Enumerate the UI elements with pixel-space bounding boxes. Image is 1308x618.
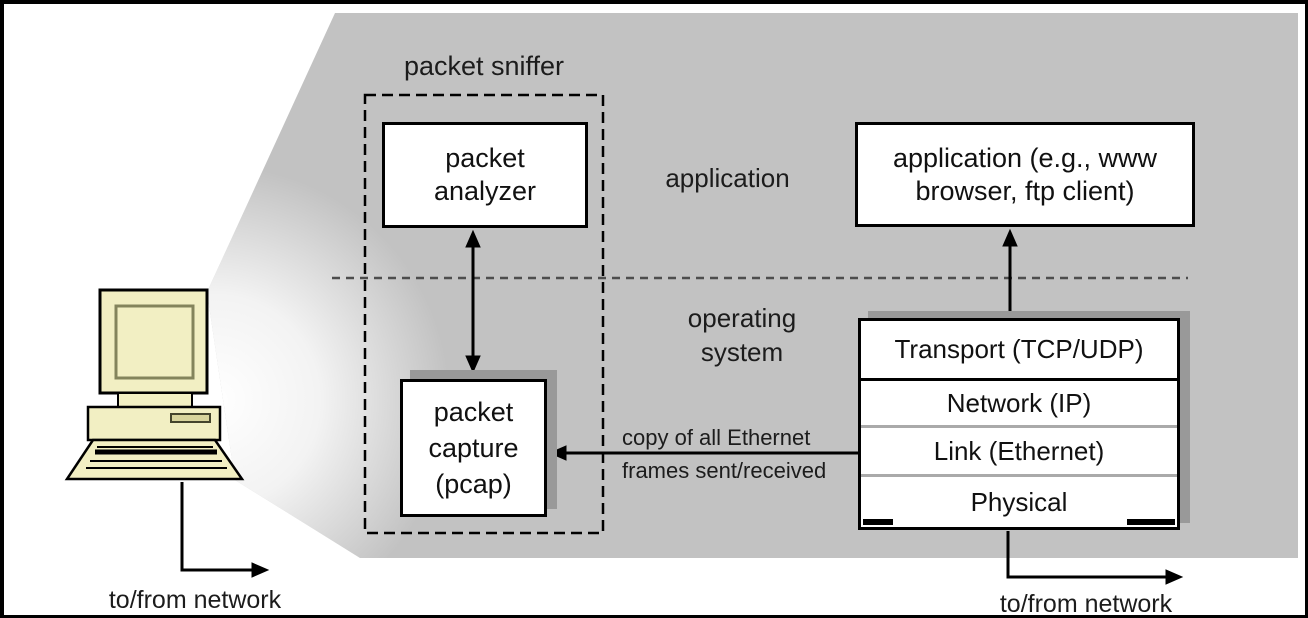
stack-bottom-notch-right [1127, 519, 1175, 525]
application-box-line2: browser, ftp client) [915, 175, 1135, 206]
packet-capture-box: packet capture (pcap) [400, 379, 547, 517]
protocol-stack-box: Transport (TCP/UDP) Network (IP) Link (E… [858, 318, 1180, 530]
computer-disk-slot [170, 413, 211, 423]
stack-bottom-notch-left [863, 519, 893, 525]
stack-layer-transport-label: Transport (TCP/UDP) [894, 334, 1144, 364]
operating-system-label: operating system [662, 301, 822, 369]
stack-layer-transport: Transport (TCP/UDP) [861, 321, 1177, 381]
ethernet-copy-arrow [548, 445, 858, 461]
to-from-network-label-left: to/from network [108, 586, 282, 614]
application-box: application (e.g., www browser, ftp clie… [855, 122, 1195, 227]
packet-analyzer-label-line1: packet [445, 143, 525, 173]
stack-layer-physical: Physical [861, 477, 1177, 527]
computer-network-arrow [180, 482, 270, 578]
computer-screen [114, 304, 195, 380]
application-layer-label: application [665, 163, 790, 193]
stack-layer-link-label: Link (Ethernet) [933, 435, 1105, 466]
operating-system-label-line2: system [700, 337, 784, 367]
analyzer-capture-arrow [465, 229, 481, 374]
packet-analyzer-box: packet analyzer [382, 122, 588, 228]
packet-sniffer-title: packet sniffer [403, 51, 565, 81]
stack-layer-link: Link (Ethernet) [861, 428, 1177, 477]
packet-sniffer-dashed-box [363, 93, 605, 535]
packet-analyzer-label-line2: analyzer [433, 176, 537, 206]
packet-capture-label-line2: capture [428, 433, 519, 463]
copy-of-frames-label-line2: frames sent/received [622, 458, 827, 483]
stack-to-application-arrow [1002, 228, 1018, 316]
computer-keyboard [64, 438, 245, 481]
stack-layer-physical-label: Physical [970, 486, 1068, 517]
copy-of-frames-label-line1: copy of all Ethernet [622, 425, 811, 450]
stack-layer-network: Network (IP) [861, 381, 1177, 428]
to-from-network-label-right: to/from network [999, 590, 1173, 618]
stack-layer-network-label: Network (IP) [946, 387, 1092, 418]
packet-capture-label-line1: packet [433, 397, 514, 427]
computer-icon [64, 288, 245, 481]
stack-network-arrow [1006, 531, 1184, 585]
application-box-line1: application (e.g., www [892, 142, 1158, 173]
packet-capture-label-line3: (pcap) [435, 469, 512, 499]
operating-system-label-line1: operating [687, 303, 797, 333]
